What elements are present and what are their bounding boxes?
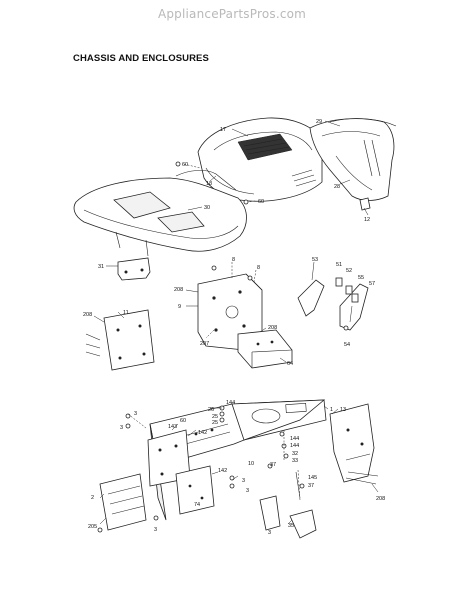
label-52: 52: [346, 268, 352, 274]
label-208a: 208: [174, 287, 183, 293]
label-25a: 25: [212, 414, 218, 420]
part-51-52-55-hardware[interactable]: [335, 277, 359, 303]
label-205: 205: [88, 524, 97, 530]
hardware-fasteners: [97, 161, 349, 533]
part-208-bolts-right: [345, 471, 379, 485]
part-31-bracket[interactable]: [117, 257, 151, 281]
fender-part[interactable]: [73, 170, 247, 257]
label-3b: 3: [120, 425, 123, 431]
label-26: 26: [208, 407, 214, 413]
label-9: 9: [178, 304, 181, 310]
label-64: 64: [287, 361, 293, 367]
part-142-bracket[interactable]: [175, 465, 215, 515]
label-3a: 3: [134, 411, 137, 417]
part-208-bolts-left[interactable]: [85, 333, 101, 357]
label-25b: 25: [212, 420, 218, 426]
label-31: 31: [98, 264, 104, 270]
part-2-front-plate[interactable]: [99, 473, 147, 531]
label-74: 74: [194, 502, 200, 508]
label-208c: 208: [268, 325, 277, 331]
label-3f: 3: [268, 530, 271, 536]
part-labels: 17 29 60 18 28 30 60 12 31 8 8 208 9 53 …: [83, 119, 385, 536]
label-54: 54: [344, 342, 350, 348]
label-60b: 60: [258, 199, 264, 205]
label-11: 11: [123, 310, 129, 316]
label-143: 143: [168, 424, 177, 430]
label-8b: 8: [257, 265, 260, 271]
part-53-bracket[interactable]: [297, 279, 325, 317]
label-18: 18: [206, 181, 212, 187]
label-35: 35: [288, 523, 294, 529]
label-30: 30: [204, 205, 210, 211]
label-208d: 208: [376, 496, 385, 502]
label-17: 17: [220, 127, 226, 133]
label-37b: 37: [308, 483, 314, 489]
label-60a: 60: [182, 162, 188, 168]
part-145-rod[interactable]: [295, 471, 301, 499]
part-12-clip[interactable]: [359, 197, 371, 211]
label-60c: 60: [180, 418, 186, 424]
label-144b: 144: [290, 436, 299, 442]
label-144c: 144: [290, 443, 299, 449]
part-11-side-plate[interactable]: [103, 309, 155, 371]
label-57: 57: [369, 281, 375, 287]
label-29: 29: [316, 119, 322, 125]
label-1: 1: [330, 407, 333, 413]
label-8a: 8: [232, 257, 235, 263]
label-3d: 3: [246, 488, 249, 494]
site-watermark: AppliancePartsPros.com: [157, 7, 307, 21]
label-3e: 3: [154, 527, 157, 533]
label-53: 53: [312, 257, 318, 263]
label-207: 207: [200, 341, 209, 347]
label-142b: 142: [218, 468, 227, 474]
part-13-right-plate[interactable]: [329, 403, 375, 483]
label-208b: 208: [83, 312, 92, 318]
dash-panel-part[interactable]: [309, 118, 397, 201]
hood-part[interactable]: [197, 117, 323, 202]
label-33: 33: [292, 458, 298, 464]
label-55: 55: [358, 275, 364, 281]
part-64-battery-tray[interactable]: [237, 329, 293, 369]
label-32: 32: [292, 451, 298, 457]
label-145: 145: [308, 475, 317, 481]
label-13: 13: [340, 407, 346, 413]
label-142a: 142: [198, 430, 207, 436]
label-144a: 144: [226, 400, 235, 406]
label-2: 2: [91, 495, 94, 501]
label-28: 28: [334, 184, 340, 190]
leader-lines: [93, 120, 379, 525]
part-35-hitch[interactable]: [289, 509, 317, 539]
label-37a: 37: [270, 462, 276, 468]
part-57-bracket[interactable]: [339, 283, 369, 331]
diagram-title: CHASSIS AND ENCLOSURES: [73, 53, 209, 64]
label-51: 51: [336, 262, 342, 268]
label-10: 10: [248, 461, 254, 467]
part-37-bracket[interactable]: [259, 495, 281, 531]
label-3c: 3: [242, 478, 245, 484]
label-12: 12: [364, 217, 370, 223]
